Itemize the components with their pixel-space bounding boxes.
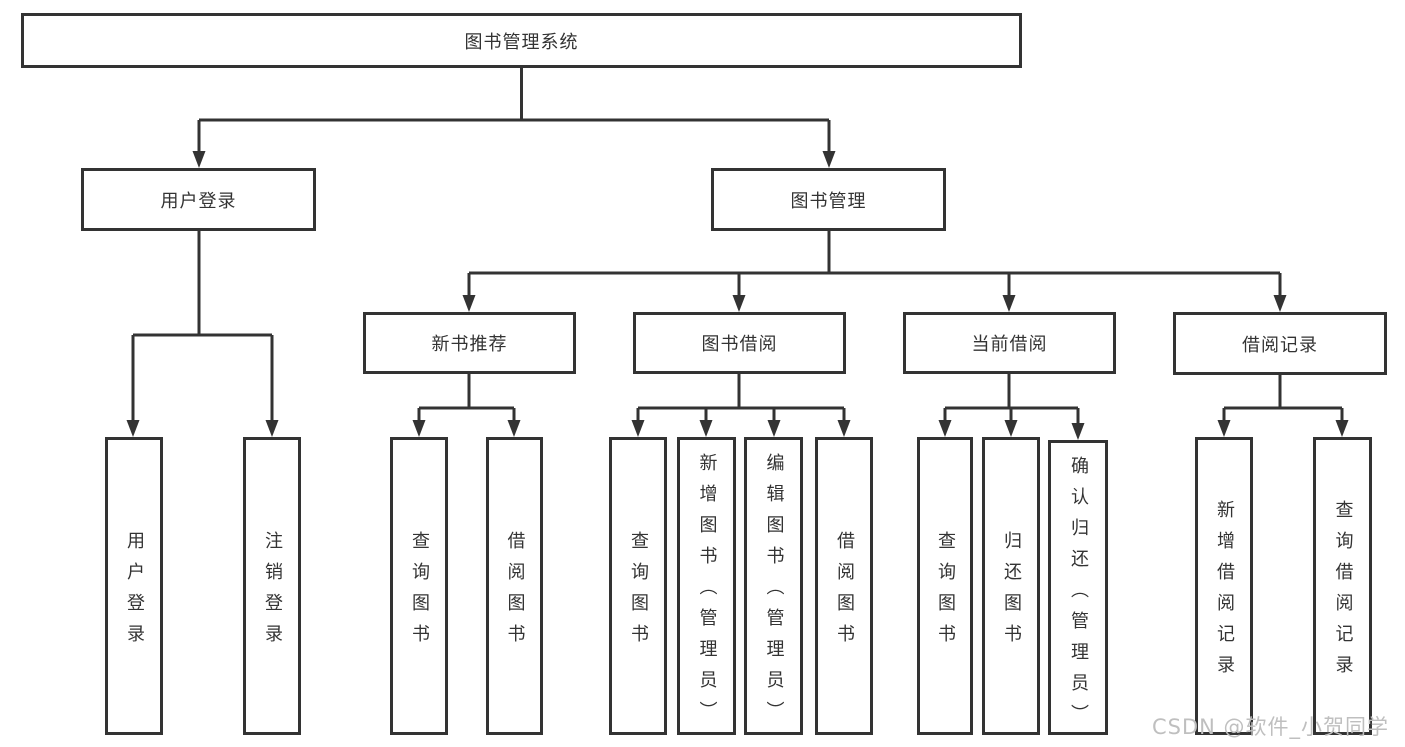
leaf-borrow-books-borrow: 借阅图书: [815, 437, 873, 735]
leaf-user-login: 用户登录: [105, 437, 163, 735]
leaf-query-books-current: 查询图书: [917, 437, 973, 735]
connector-lines: [131, 68, 1344, 424]
node-root-label: 图书管理系统: [464, 31, 579, 53]
leaf-add-book-admin: 新增图书（管理员）: [677, 437, 736, 735]
arrow-down-icons: [126, 151, 1349, 440]
watermark: CSDN @软件_小贺同学: [1152, 715, 1390, 739]
leaf-logout: 注销登录: [243, 437, 301, 735]
leaf-borrow-books-borrow-label: 借阅图书: [834, 530, 855, 655]
leaf-return-books: 归还图书: [982, 437, 1040, 735]
leaf-query-books-current-label: 查询图书: [935, 530, 956, 655]
leaf-edit-book-admin: 编辑图书（管理员）: [744, 437, 803, 735]
leaf-user-login-label: 用户登录: [124, 530, 145, 655]
leaf-query-books-recommend-label: 查询图书: [409, 530, 430, 655]
leaf-query-books-recommend: 查询图书: [390, 437, 448, 735]
node-current-borrow-label: 当前借阅: [971, 334, 1048, 355]
leaf-query-books-borrow: 查询图书: [609, 437, 667, 735]
leaf-borrow-books-recommend-label: 借阅图书: [504, 530, 526, 655]
node-borrow-records: 借阅记录: [1173, 312, 1387, 375]
node-new-book-recommend-label: 新书推荐: [431, 334, 508, 355]
node-new-book-recommend: 新书推荐: [363, 312, 576, 374]
leaf-add-book-admin-label: 新增图书（管理员）: [696, 453, 718, 732]
node-book-management: 图书管理: [711, 168, 946, 231]
node-book-borrow-label: 图书借阅: [701, 334, 778, 355]
leaf-return-books-label: 归还图书: [1001, 530, 1022, 655]
node-user-login: 用户登录: [81, 168, 316, 231]
leaf-borrow-books-recommend: 借阅图书: [486, 437, 543, 735]
node-borrow-records-label: 借阅记录: [1242, 334, 1318, 356]
leaf-logout-label: 注销登录: [262, 530, 283, 655]
node-book-management-label: 图书管理: [790, 190, 867, 212]
node-current-borrow: 当前借阅: [903, 312, 1116, 374]
leaf-query-books-borrow-label: 查询图书: [628, 530, 649, 655]
leaf-add-borrow-record: 新增借阅记录: [1195, 437, 1253, 735]
leaf-confirm-return-admin-label: 确认归还（管理员）: [1068, 456, 1089, 735]
node-root: 图书管理系统: [21, 13, 1022, 68]
leaf-query-borrow-record-label: 查询借阅记录: [1332, 499, 1354, 686]
leaf-query-borrow-record: 查询借阅记录: [1313, 437, 1372, 735]
leaf-confirm-return-admin: 确认归还（管理员）: [1048, 440, 1108, 735]
node-user-login-label: 用户登录: [160, 190, 237, 212]
leaf-add-borrow-record-label: 新增借阅记录: [1214, 499, 1235, 686]
leaf-edit-book-admin-label: 编辑图书（管理员）: [763, 453, 785, 732]
node-book-borrow: 图书借阅: [633, 312, 846, 374]
